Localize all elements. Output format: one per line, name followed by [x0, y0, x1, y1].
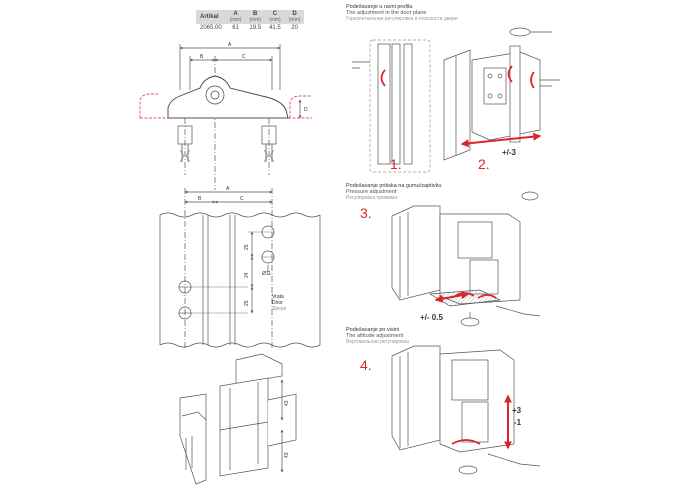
- door-label-3: Двери: [272, 306, 287, 312]
- step-number-3: 3.: [360, 205, 372, 221]
- step-number-4: 4.: [360, 357, 372, 373]
- step4-adjustment-plus: +3: [512, 406, 522, 415]
- spec-header-a: A(mm): [229, 11, 242, 23]
- dim-b-label: B: [200, 54, 204, 60]
- spec-cell-a: 61: [232, 25, 239, 31]
- door-label: Vrata Door Двери: [272, 294, 286, 312]
- dim-c-label: C: [242, 54, 246, 60]
- spec-table: Artikal A(mm) B(mm) C(mm) D(mm) 2065.00 …: [196, 10, 305, 32]
- dim-43-bottom-label: 43: [284, 452, 290, 458]
- dim-d-label: D: [304, 107, 308, 113]
- step3-illustration: [391, 191, 541, 327]
- hinge-perspective-drawing: [179, 353, 297, 485]
- spec-table-row: 2065.00 61 19.5 41.5 20: [196, 24, 304, 32]
- spec-header-b: B(mm): [249, 11, 262, 23]
- step2-illustration: [443, 27, 560, 161]
- spec-table-header-row: Artikal A(mm) B(mm) C(mm) D(mm): [196, 10, 305, 24]
- door-label-1: Vrata: [272, 294, 284, 300]
- caption-profile-line2: The adjustment in the door plane: [346, 10, 427, 16]
- top-view-drawing: [139, 44, 312, 190]
- spec-cell-c: 41.5: [269, 25, 281, 31]
- dim-b-label-2: B: [198, 196, 202, 202]
- dim-24-label: 24: [244, 272, 250, 278]
- caption-pressure-line3: Регулировка прижима: [346, 195, 398, 201]
- drilling-plan-drawing: [159, 188, 321, 350]
- caption-profile-adjustment: Podešavanje u ravni profila The adjustme…: [346, 4, 458, 22]
- caption-altitude-line1: Podešavanje po visini: [346, 327, 400, 333]
- step-number-1: 1.: [390, 156, 402, 172]
- dim-a-label: A: [228, 42, 232, 48]
- step1-illustration: [352, 39, 431, 173]
- step4-illustration: [391, 345, 541, 475]
- step3-adjustment-value: +/- 0.5: [420, 313, 443, 322]
- dim-25-top-label: 25: [244, 244, 250, 250]
- caption-altitude-line2: The altitude adjustment: [346, 333, 404, 339]
- dim-25-bottom-label: 25: [244, 300, 250, 306]
- dim-43-top-label: 43: [284, 400, 290, 406]
- caption-profile-line3: Горизонтальная регулировка в плоскости д…: [346, 16, 458, 22]
- caption-pressure-line2: Pressure adjustment: [346, 189, 397, 195]
- spec-cell-article: 2065.00: [200, 25, 222, 31]
- spec-header-c: C(mm): [269, 11, 281, 23]
- caption-pressure-line1: Podešavanje pritiska na gumu/zaptivku: [346, 183, 442, 189]
- dim-diameter-label: Ø11: [262, 271, 271, 277]
- step-number-2: 2.: [478, 156, 490, 172]
- step2-adjustment-value: +/-3: [502, 148, 517, 157]
- caption-altitude-line3: Вертикальная регулировка: [346, 339, 409, 345]
- dim-a-label-2: A: [226, 186, 230, 192]
- spec-header-artikal: Artikal: [200, 14, 219, 20]
- spec-cell-d: 20: [291, 25, 298, 31]
- caption-profile-line1: Podešavanje u ravni profila: [346, 4, 413, 10]
- dim-c-label-2: C: [240, 196, 244, 202]
- door-label-2: Door: [272, 300, 283, 306]
- caption-pressure-adjustment: Podešavanje pritiska na gumu/zaptivku Pr…: [346, 183, 441, 201]
- spec-cell-b: 19.5: [249, 25, 262, 31]
- caption-altitude-adjustment: Podešavanje po visini The altitude adjus…: [346, 327, 409, 345]
- spec-header-d: D(mm): [288, 11, 301, 23]
- step4-adjustment-minus: -1: [514, 418, 522, 427]
